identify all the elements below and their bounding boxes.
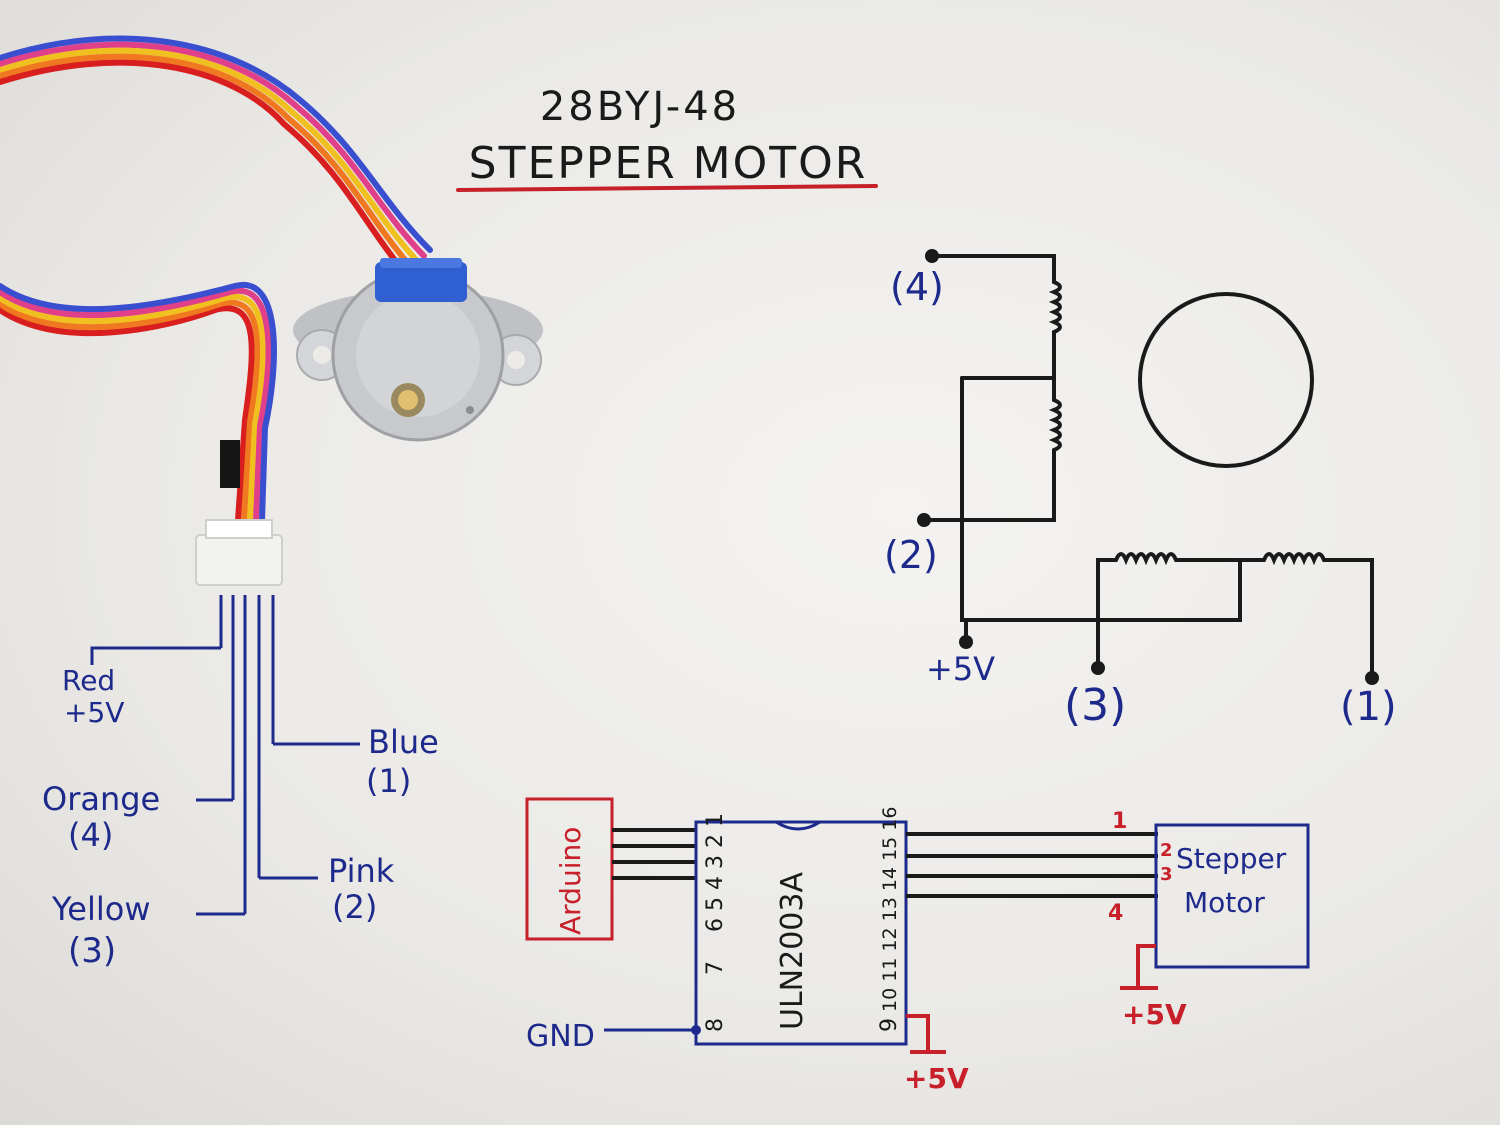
bus-driver-motor bbox=[906, 832, 1158, 898]
driver-chip: ULN2003A 6 5 4 3 2 1 7 8 10 11 12 13 14 … bbox=[694, 807, 908, 1046]
power-labels: +5V +5V bbox=[904, 998, 1187, 1095]
gnd-wire: GND bbox=[526, 1019, 701, 1054]
title-line2: STEPPER MOTOR bbox=[469, 138, 868, 189]
bus-number-4: 4 bbox=[1108, 901, 1123, 926]
vcc-driver-label: +5V bbox=[904, 1062, 969, 1095]
schematic-labels: (4) (2) +5V (3) (1) bbox=[884, 265, 1397, 731]
bus-arduino-driver bbox=[612, 828, 696, 880]
schematic-terminals bbox=[917, 249, 1379, 685]
motor-label-line2: Motor bbox=[1184, 886, 1265, 919]
label-orange-sub: (4) bbox=[68, 816, 113, 854]
terminal-dot-4 bbox=[925, 249, 939, 263]
label-blue-sub: (1) bbox=[366, 762, 411, 800]
gnd-label: GND bbox=[526, 1019, 595, 1054]
arduino-label: Arduino bbox=[554, 827, 587, 935]
bus-number-2: 2 bbox=[1160, 840, 1173, 861]
schematic-label-vcc: +5V bbox=[926, 650, 995, 688]
wire-labels: Red +5V Blue (1) Orange (4) Pink (2) Yel… bbox=[42, 664, 439, 971]
terminal-dot-2 bbox=[917, 513, 931, 527]
wire-connector bbox=[195, 519, 283, 586]
coil-schematic bbox=[922, 254, 1374, 678]
bus-number-3: 3 bbox=[1160, 864, 1173, 885]
arduino-box: Arduino bbox=[525, 797, 614, 941]
label-yellow-sub: (3) bbox=[68, 931, 116, 971]
driver-pin-8: 8 bbox=[703, 1018, 728, 1032]
wire-lines bbox=[90, 595, 360, 916]
label-pink: Pink bbox=[328, 852, 395, 890]
bus-numbers: 1 2 3 4 bbox=[1108, 809, 1173, 926]
power-symbols bbox=[906, 944, 1158, 1054]
vcc-motor-label: +5V bbox=[1122, 998, 1187, 1031]
schematic-label-4: (4) bbox=[890, 265, 944, 309]
driver-label: ULN2003A bbox=[775, 872, 810, 1030]
rotor-symbol bbox=[1138, 292, 1314, 468]
stepper-motor-image bbox=[293, 258, 543, 442]
schematic-label-2: (2) bbox=[884, 533, 938, 577]
driver-pins-right: 10 11 12 13 14 15 16 bbox=[879, 807, 901, 1012]
title-underline bbox=[456, 184, 878, 192]
schematic-label-1: (1) bbox=[1340, 684, 1397, 730]
driver-pin-7: 7 bbox=[703, 961, 728, 975]
schematic-label-3: (3) bbox=[1064, 680, 1126, 731]
title-block: 28BYJ-48 STEPPER MOTOR bbox=[456, 84, 878, 192]
terminal-dot-1 bbox=[1365, 671, 1379, 685]
label-orange: Orange bbox=[42, 780, 160, 818]
driver-pins-left: 6 5 4 3 2 1 bbox=[703, 813, 728, 932]
bus-number-1: 1 bbox=[1112, 809, 1127, 834]
label-red: Red bbox=[62, 664, 115, 697]
label-blue: Blue bbox=[368, 723, 439, 761]
terminal-dot-vcc bbox=[959, 635, 973, 649]
title-line1: 28BYJ-48 bbox=[540, 84, 740, 130]
stepper-motor-box: Stepper Motor bbox=[1154, 823, 1310, 969]
label-yellow: Yellow bbox=[51, 890, 151, 928]
label-pink-sub: (2) bbox=[332, 888, 377, 926]
driver-pin-9: 9 bbox=[877, 1018, 902, 1032]
motor-label-line1: Stepper bbox=[1176, 842, 1287, 875]
motor-cable bbox=[0, 35, 433, 523]
label-red-sub: +5V bbox=[64, 696, 124, 729]
terminal-dot-3 bbox=[1091, 661, 1105, 675]
